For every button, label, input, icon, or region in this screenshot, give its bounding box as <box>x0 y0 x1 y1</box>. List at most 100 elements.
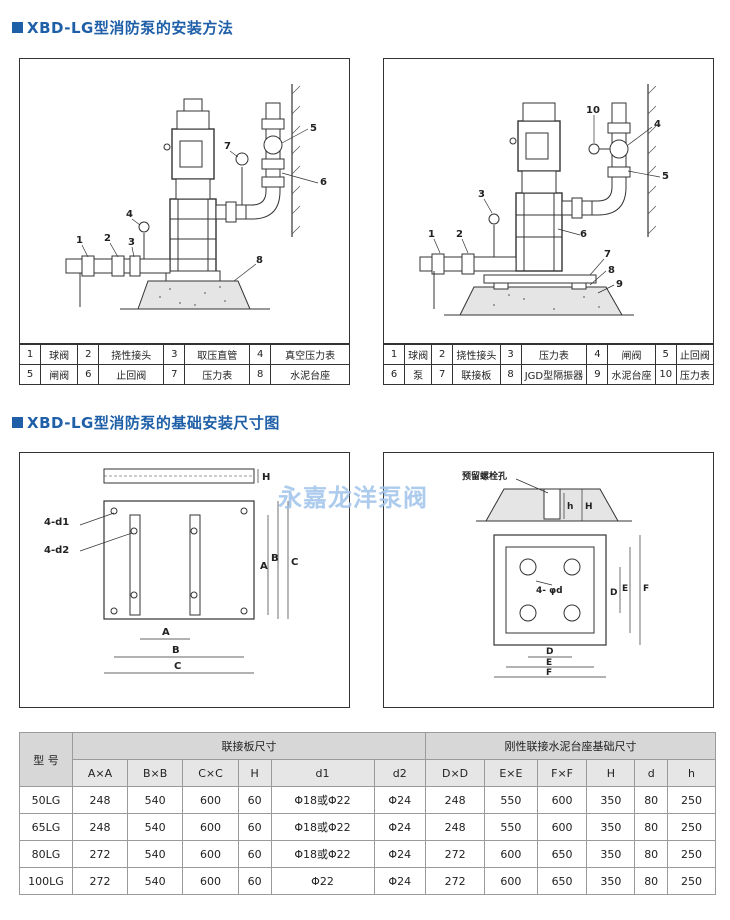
value-cell: 80 <box>634 867 669 895</box>
value-cell: 350 <box>586 813 636 841</box>
col-header: d <box>634 759 669 787</box>
legend-text: 球阀 <box>403 344 433 365</box>
callout-3: 3 <box>478 189 485 200</box>
base-dimension-diagram: 预留螺栓孔 h H 4- φd D E F D E F <box>383 452 714 708</box>
legend-num: 8 <box>499 364 522 385</box>
legend-num: 5 <box>19 364 41 385</box>
col-header: H <box>586 759 636 787</box>
label-bolt-dia: 4- φd <box>536 586 563 596</box>
value-cell: 272 <box>424 840 486 868</box>
col-header: E×E <box>484 759 538 787</box>
value-cell: 60 <box>237 867 272 895</box>
label-d-vertical: D <box>610 588 617 598</box>
label-d1: 4-d1 <box>44 517 69 528</box>
plate-size-header: 联接板尺寸 <box>72 732 426 760</box>
direct-install-drawing: 1 2 3 4 5 6 7 8 <box>65 84 327 310</box>
legend-text: 止回阀 <box>675 344 715 365</box>
legend-text: 挠性接头 <box>452 344 501 365</box>
value-cell: Φ22 <box>270 867 375 895</box>
value-cell: 60 <box>237 813 272 841</box>
value-cell: 600 <box>182 813 239 841</box>
base-drawing: 预留螺栓孔 h H 4- φd D E F D E F <box>462 470 649 678</box>
legend-text: 压力表 <box>520 344 588 365</box>
legend-text: 联接板 <box>452 364 501 385</box>
value-cell: 250 <box>667 786 716 814</box>
label-f: F <box>546 668 552 678</box>
value-cell: Φ24 <box>373 786 426 814</box>
col-header: F×F <box>536 759 588 787</box>
label-c-vertical: C <box>291 557 298 568</box>
value-cell: 600 <box>484 867 538 895</box>
square-bullet-icon <box>12 417 23 428</box>
base-size-header: 刚性联接水泥台座基础尺寸 <box>425 732 716 760</box>
install-diagram-isolated: 1 2 3 4 5 6 7 8 9 10 <box>383 58 714 344</box>
label-d: D <box>546 647 553 657</box>
square-bullet-icon <box>12 22 23 33</box>
callout-5: 5 <box>662 171 669 182</box>
legend-num: 1 <box>383 344 405 365</box>
legend-num: 3 <box>163 344 186 365</box>
callout-10: 10 <box>586 105 600 116</box>
value-cell: 272 <box>71 840 129 868</box>
label-a: A <box>162 627 170 638</box>
legend-num: 2 <box>77 344 100 365</box>
install-section-title: XBD-LG型消防泵的安装方法 <box>12 17 233 38</box>
value-cell: 248 <box>71 813 129 841</box>
callout-7: 7 <box>604 249 611 260</box>
legend-num: 6 <box>77 364 100 385</box>
value-cell: 350 <box>586 840 636 868</box>
value-cell: 272 <box>71 867 129 895</box>
label-h: H <box>262 472 270 483</box>
value-cell: 540 <box>127 840 184 868</box>
value-cell: 600 <box>182 840 239 868</box>
legend-text: 水泥台座 <box>607 364 656 385</box>
value-cell: Φ18或Φ22 <box>270 840 375 868</box>
value-cell: 248 <box>424 813 486 841</box>
dimension-table: 型 号 联接板尺寸 刚性联接水泥台座基础尺寸 A×A B×B C×C H d1 … <box>19 732 716 895</box>
callout-9: 9 <box>616 279 623 290</box>
col-header: A×A <box>71 759 129 787</box>
label-b-vertical: B <box>271 553 279 564</box>
legend-text: 压力表 <box>675 364 715 385</box>
callout-4: 4 <box>654 119 661 130</box>
value-cell: 272 <box>424 867 486 895</box>
legend-num: 1 <box>19 344 41 365</box>
value-cell: 600 <box>182 867 239 895</box>
col-header: C×C <box>182 759 239 787</box>
value-cell: 250 <box>667 867 716 895</box>
label-d2: 4-d2 <box>44 545 69 556</box>
callout-3: 3 <box>128 237 135 248</box>
legend-num: 5 <box>654 344 677 365</box>
label-bolt-hole: 预留螺栓孔 <box>462 470 507 482</box>
callout-4: 4 <box>126 209 133 220</box>
table-group-header-row: 型 号 联接板尺寸 刚性联接水泥台座基础尺寸 <box>19 732 716 787</box>
label-a-vertical: A <box>260 561 268 572</box>
callout-2: 2 <box>456 229 463 240</box>
value-cell: 540 <box>127 867 184 895</box>
model-header: 型 号 <box>19 732 73 787</box>
callout-8: 8 <box>256 255 263 266</box>
callout-8: 8 <box>608 265 615 276</box>
legend-num: 4 <box>249 344 272 365</box>
watermark-text: 永嘉龙洋泵阀 <box>278 484 428 512</box>
install-title-text: XBD-LG型消防泵的安装方法 <box>27 19 234 37</box>
col-header: d2 <box>373 759 426 787</box>
value-cell: 250 <box>667 840 716 868</box>
col-header: H <box>237 759 272 787</box>
legend-text: JGD型隔振器 <box>520 364 588 385</box>
legend-text: 水泥台座 <box>270 364 350 385</box>
value-cell: 600 <box>536 813 588 841</box>
model-cell: 100LG <box>19 867 73 895</box>
value-cell: 60 <box>237 840 272 868</box>
value-cell: 540 <box>127 786 184 814</box>
legend-text: 真空压力表 <box>270 344 350 365</box>
col-header: h <box>667 759 716 787</box>
foundation-section-title: XBD-LG型消防泵的基础安装尺寸图 <box>12 412 280 433</box>
label-e-vertical: E <box>622 584 628 594</box>
